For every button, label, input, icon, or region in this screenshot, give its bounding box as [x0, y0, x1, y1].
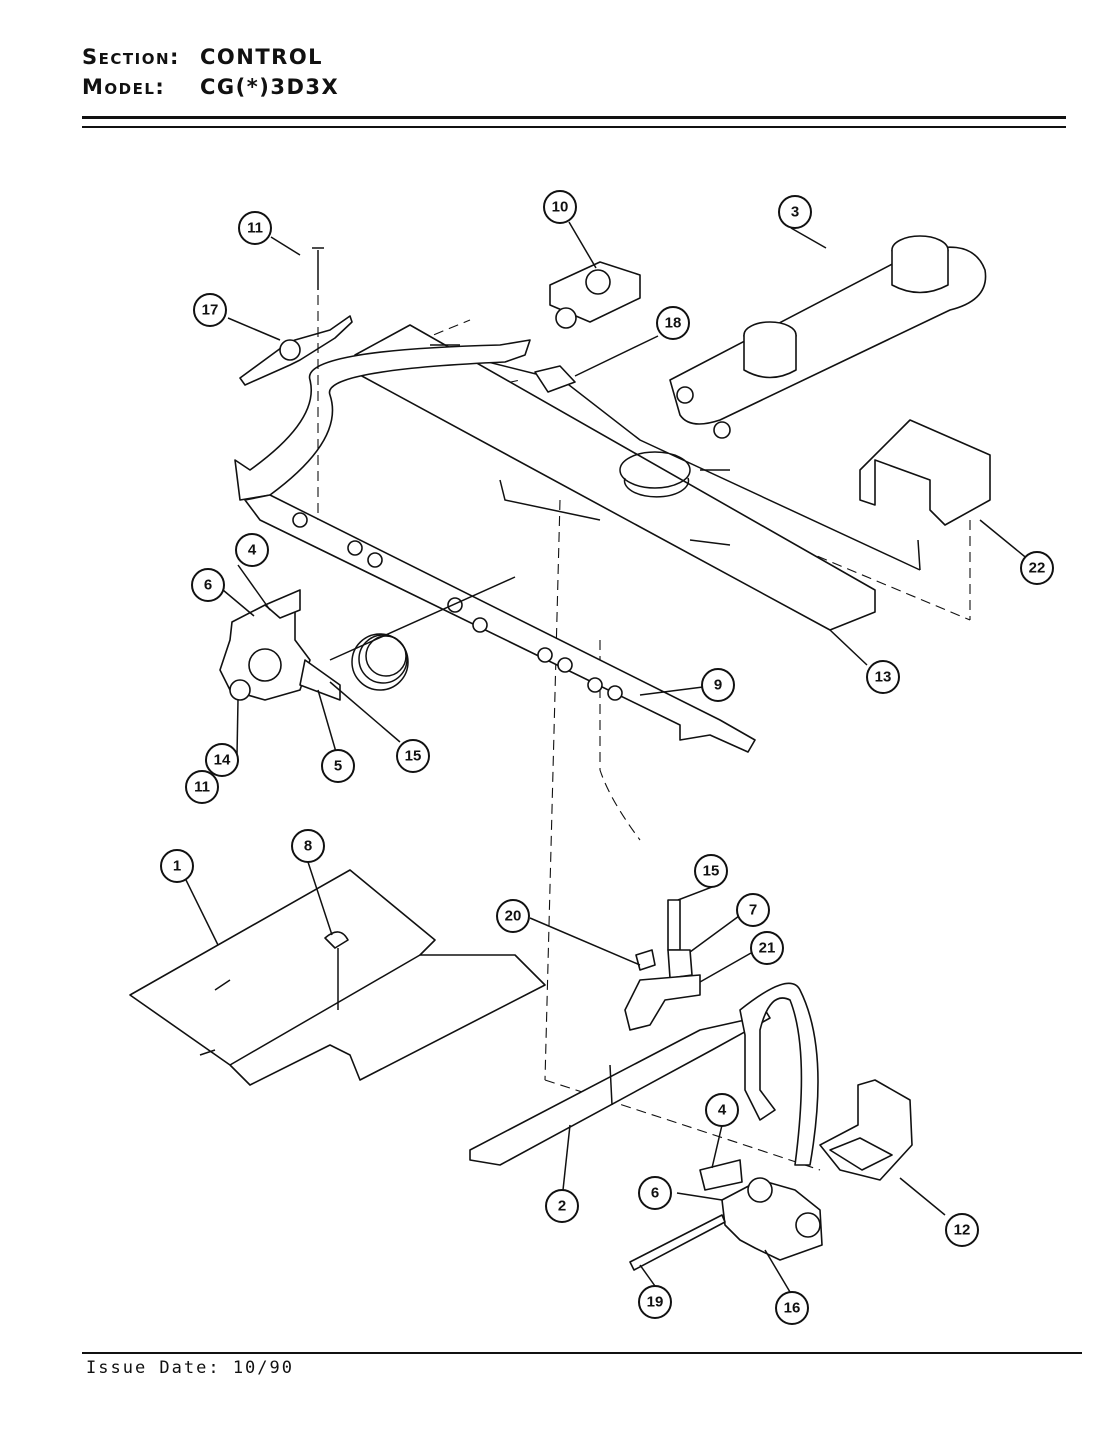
callout-6-bottom: 6 [638, 1176, 672, 1210]
svg-text:4: 4 [248, 542, 257, 559]
svg-text:18: 18 [665, 315, 682, 332]
callout-11-top: 11 [238, 211, 272, 245]
callout-22: 22 [1020, 551, 1054, 585]
callout-4-bottom: 4 [705, 1093, 739, 1127]
svg-text:8: 8 [304, 838, 312, 855]
callout-13: 13 [866, 660, 900, 694]
svg-text:14: 14 [214, 752, 231, 769]
svg-text:6: 6 [204, 577, 212, 594]
svg-text:4: 4 [718, 1102, 727, 1119]
section-line: Section: CONTROL [82, 42, 339, 72]
left-coil [351, 633, 409, 691]
callout-19: 19 [638, 1285, 672, 1319]
header-rule-thin [82, 126, 1066, 128]
model-value: CG(*)3D3X [200, 75, 340, 99]
part-2-tube [469, 1004, 771, 1166]
callout-9: 9 [701, 668, 735, 702]
header-rule-thick [82, 116, 1066, 119]
model-line: Model: CG(*)3D3X [82, 72, 339, 102]
manifold-valves [292, 512, 623, 701]
svg-text:7: 7 [749, 902, 757, 919]
svg-text:10: 10 [552, 199, 569, 216]
left-valve-assembly [219, 576, 516, 701]
section-value: CONTROL [200, 45, 324, 69]
callout-8: 8 [291, 829, 325, 863]
assembly-outline [359, 319, 971, 1171]
leader-lines [185, 221, 1036, 1293]
callout-1: 1 [160, 849, 194, 883]
callout-4-top: 4 [235, 533, 269, 567]
svg-text:20: 20 [505, 908, 522, 925]
thermocouple-tube [499, 374, 921, 571]
svg-text:2: 2 [558, 1198, 566, 1215]
svg-text:11: 11 [247, 220, 263, 237]
callout-6-top: 6 [191, 568, 225, 602]
svg-text:13: 13 [875, 669, 892, 686]
svg-text:12: 12 [954, 1222, 971, 1239]
svg-text:15: 15 [703, 863, 720, 880]
callout-15-left: 15 [396, 739, 430, 773]
part-22-bracket [859, 419, 991, 526]
callout-20: 20 [496, 899, 530, 933]
page-header: Section: CONTROL Model: CG(*)3D3X [82, 42, 339, 102]
callout-18: 18 [656, 306, 690, 340]
part-8-clip [324, 931, 349, 949]
callout-21: 21 [750, 931, 784, 965]
callout-7: 7 [736, 893, 770, 927]
svg-text:15: 15 [405, 748, 422, 765]
svg-text:22: 22 [1029, 560, 1046, 577]
svg-text:3: 3 [791, 204, 799, 221]
supply-tube [739, 982, 819, 1166]
svg-text:9: 9 [714, 677, 722, 694]
svg-text:6: 6 [651, 1185, 659, 1202]
ignitor-assembly [624, 899, 701, 1031]
callout-12: 12 [945, 1213, 979, 1247]
callout-16: 16 [775, 1291, 809, 1325]
svg-text:1: 1 [173, 858, 181, 875]
callout-11-left: 11 [185, 770, 219, 804]
issue-date: Issue Date: 10/90 [86, 1358, 294, 1378]
manifold-pipe-upper [234, 339, 531, 501]
svg-text:21: 21 [759, 940, 776, 957]
svg-text:17: 17 [202, 302, 219, 319]
part-3-burner [669, 235, 987, 439]
section-label: Section: [82, 45, 180, 69]
part-17-fitting [239, 247, 353, 520]
svg-text:16: 16 [784, 1300, 801, 1317]
part-19-screw [629, 1214, 726, 1271]
part-10-valve [549, 261, 641, 329]
callout-3: 3 [778, 195, 812, 229]
callout-17: 17 [193, 293, 227, 327]
footer-rule [82, 1352, 1082, 1354]
callout-14: 14 [205, 743, 239, 777]
part-16-valve [699, 1159, 823, 1261]
callout-15-right: 15 [694, 854, 728, 888]
svg-text:5: 5 [334, 758, 342, 775]
svg-text:19: 19 [647, 1294, 664, 1311]
callout-10: 10 [543, 190, 577, 224]
callout-2: 2 [545, 1189, 579, 1223]
callout-5: 5 [321, 749, 355, 783]
model-label: Model: [82, 75, 166, 99]
svg-text:11: 11 [194, 779, 210, 796]
